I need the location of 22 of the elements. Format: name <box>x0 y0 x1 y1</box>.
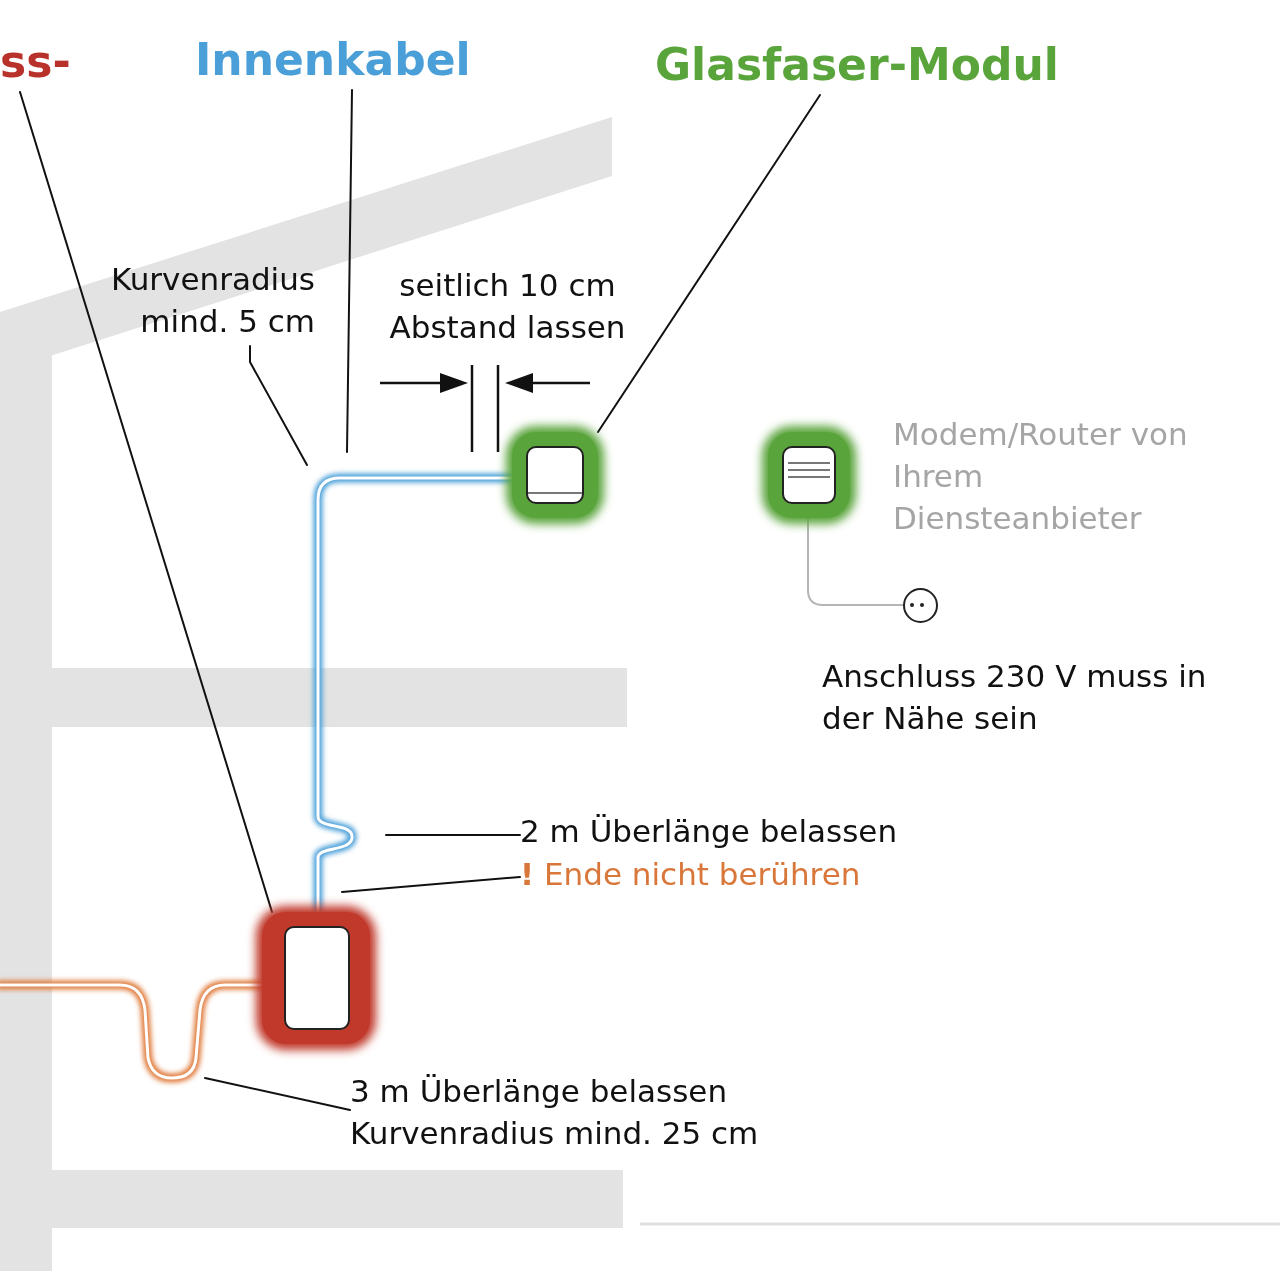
connection-box <box>262 912 370 1044</box>
power-cord <box>807 517 904 606</box>
leader-line <box>341 876 521 893</box>
heading: Innenkabel <box>195 30 470 90</box>
leader-line <box>346 89 353 453</box>
note-text: Anschluss 230 V muss in der Nähe sein <box>822 657 1208 738</box>
leader-line <box>597 94 821 433</box>
device-caption: Modem/Router von Ihrem Diensteanbieter <box>893 415 1189 538</box>
leader-line <box>204 1077 351 1111</box>
dimension-label: seitlich 10 cm Abstand lassen <box>388 266 627 347</box>
warning-text: ! Ende nicht berühren <box>520 853 940 897</box>
heading: Glasfaser-Modul <box>655 35 1065 95</box>
leader-line <box>249 345 308 466</box>
note-text: Kurvenradius mind. 5 cm <box>70 258 315 346</box>
heading: ss- <box>0 32 80 92</box>
leader-line <box>385 834 521 836</box>
power-socket-icon <box>903 588 938 623</box>
router-box <box>768 432 850 518</box>
note-text: 2 m Überlänge belassen <box>520 810 960 854</box>
note-text: 3 m Überlänge belassen Kurvenradius mind. 25 cm <box>350 1070 830 1158</box>
leader-line <box>19 91 273 913</box>
fiber-module <box>512 432 598 518</box>
